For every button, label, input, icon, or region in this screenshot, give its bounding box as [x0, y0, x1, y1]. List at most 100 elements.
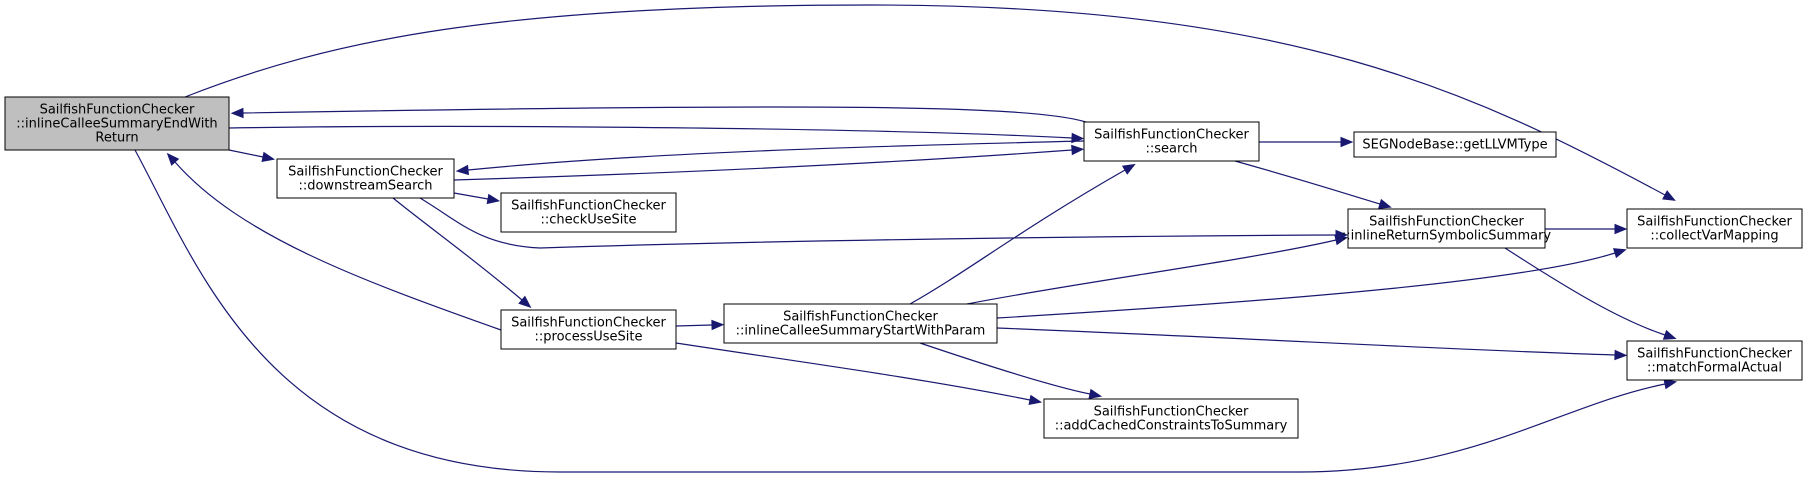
edge-n7-n8	[1545, 223, 1628, 235]
edge-n5-n1	[455, 140, 1085, 176]
arrowhead	[518, 295, 532, 308]
node-n5[interactable]: SailfishFunctionChecker::search	[1083, 121, 1260, 162]
node-layer: SailfishFunctionChecker::inlineCalleeSum…	[4, 96, 1803, 439]
arrowhead	[486, 193, 501, 205]
arrowhead	[1614, 349, 1628, 361]
edge-line	[453, 149, 1073, 181]
arrowhead	[1071, 144, 1085, 156]
edge-line	[242, 106, 1087, 123]
node-n9[interactable]: SailfishFunctionChecker::matchFormalActu…	[1626, 340, 1803, 381]
node-n3[interactable]: SailfishFunctionChecker::processUseSite	[500, 309, 677, 350]
node-box[interactable]	[1626, 340, 1803, 381]
arrowhead	[1071, 132, 1085, 144]
edge-n3-n10	[675, 342, 1043, 406]
edge-n4-n8	[996, 248, 1627, 319]
edge-n5-n7	[1234, 160, 1392, 209]
arrowhead	[1663, 378, 1678, 390]
arrowhead	[455, 164, 470, 176]
node-label-line: SailfishFunctionChecker	[40, 103, 195, 118]
node-box[interactable]	[1083, 121, 1260, 162]
node-label-line: SailfishFunctionChecker	[1094, 405, 1249, 420]
arrowhead	[1088, 388, 1103, 400]
node-box[interactable]	[1347, 208, 1546, 249]
node-label-line: SEGNodeBase::getLLVMType	[1362, 138, 1547, 153]
arrowhead	[1612, 248, 1627, 259]
node-label-line: ::downstreamSearch	[298, 179, 432, 194]
node-box[interactable]	[500, 192, 677, 233]
edge-line	[1504, 247, 1666, 336]
edge-line	[184, 4, 1666, 196]
node-label-line: ::inlineReturnSymbolicSummary	[1342, 229, 1552, 244]
node-label-line: SailfishFunctionChecker	[288, 165, 443, 180]
node-label-line: SailfishFunctionChecker	[511, 199, 666, 214]
arrowhead	[261, 151, 276, 163]
edge-line	[134, 149, 1666, 473]
edge-line	[675, 342, 1031, 401]
node-label-line: ::search	[1146, 142, 1198, 157]
edge-line	[909, 169, 1126, 305]
arrowhead	[1378, 198, 1392, 209]
edge-line	[174, 161, 502, 331]
edge-n4-n9	[996, 327, 1628, 361]
edge-line	[419, 197, 1337, 249]
edge-n1-n2	[453, 192, 501, 205]
node-label-line: Return	[95, 131, 138, 146]
edge-n0-n5	[228, 125, 1085, 144]
edge-line	[228, 125, 1073, 139]
edge-n5-n6	[1259, 136, 1354, 148]
node-n6[interactable]: SEGNodeBase::getLLVMType	[1353, 131, 1557, 158]
node-label-line: SailfishFunctionChecker	[1637, 215, 1792, 230]
node-box[interactable]	[276, 158, 455, 199]
edge-n4-n10	[919, 342, 1103, 400]
node-box[interactable]	[1043, 398, 1299, 439]
node-n1[interactable]: SailfishFunctionChecker::downstreamSearc…	[276, 158, 455, 199]
edge-line	[453, 192, 489, 200]
edge-line	[996, 327, 1616, 356]
node-n2[interactable]: SailfishFunctionChecker::checkUseSite	[500, 192, 677, 233]
edge-n3-n4	[675, 319, 725, 331]
edge-n5-n0	[230, 106, 1087, 123]
node-label-line: SailfishFunctionChecker	[1637, 347, 1792, 362]
node-n4[interactable]: SailfishFunctionChecker::inlineCalleeSum…	[723, 303, 998, 344]
arrowhead	[1028, 394, 1043, 406]
arrowhead	[1662, 190, 1676, 201]
edge-n4-n5	[909, 163, 1136, 305]
edge-n0-n9	[134, 149, 1678, 473]
node-box[interactable]	[723, 303, 998, 344]
edge-line	[675, 324, 713, 327]
edge-n0-n8	[184, 4, 1676, 201]
arrowhead	[1614, 223, 1628, 235]
arrowhead	[711, 319, 725, 331]
arrowhead	[166, 152, 180, 166]
arrowhead	[1662, 329, 1677, 340]
node-label-line: ::collectVarMapping	[1650, 229, 1778, 244]
edge-n1-n5	[453, 144, 1085, 181]
node-label-line: ::matchFormalActual	[1647, 361, 1782, 376]
arrowhead	[1121, 163, 1136, 175]
node-n7[interactable]: SailfishFunctionChecker::inlineReturnSym…	[1342, 208, 1552, 249]
node-label-line: ::inlineCalleeSummaryEndWith	[16, 117, 217, 132]
edge-line	[1234, 160, 1381, 205]
node-box[interactable]	[4, 96, 230, 151]
arrowhead	[230, 107, 244, 119]
node-label-line: ::processUseSite	[535, 330, 643, 345]
edge-line	[228, 149, 264, 158]
node-box[interactable]	[1353, 131, 1557, 158]
node-label-line: SailfishFunctionChecker	[1369, 215, 1524, 230]
node-n0[interactable]: SailfishFunctionChecker::inlineCalleeSum…	[4, 96, 230, 151]
node-box[interactable]	[500, 309, 677, 350]
edge-line	[919, 342, 1091, 395]
node-label-line: ::inlineCalleeSummaryStartWithParam	[736, 324, 986, 339]
edge-n0-n1	[228, 149, 276, 163]
node-n8[interactable]: SailfishFunctionChecker::collectVarMappi…	[1626, 208, 1803, 249]
edge-n7-n9	[1504, 247, 1677, 340]
arrowhead	[1340, 136, 1354, 148]
node-label-line: SailfishFunctionChecker	[511, 316, 666, 331]
node-label-line: ::addCachedConstraintsToSummary	[1055, 419, 1288, 434]
edge-line	[996, 252, 1616, 319]
edge-n1-n3	[392, 197, 532, 308]
node-n10[interactable]: SailfishFunctionChecker::addCachedConstr…	[1043, 398, 1299, 439]
edge-layer	[134, 4, 1678, 473]
node-box[interactable]	[1626, 208, 1803, 249]
